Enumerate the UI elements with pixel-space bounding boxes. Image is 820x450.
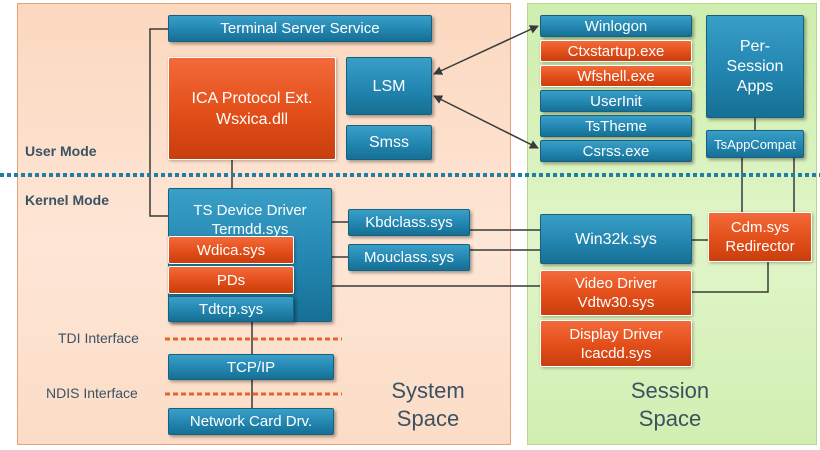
cdm-line1: Cdm.sys [730, 219, 790, 236]
kbdclass-box: Kbdclass.sys [348, 209, 470, 236]
ica-protocol-line2: Wsxica.dll [215, 110, 288, 128]
cdm-line2: Redirector [725, 238, 795, 255]
video-driver-line1: Video Driver [574, 275, 658, 292]
tss-to-tsdd-line [149, 28, 168, 217]
mouclass-box: Mouclass.sys [348, 244, 470, 271]
ts-device-driver-line1: TS Device Driver [193, 202, 307, 219]
session-space-line2: Space [638, 406, 702, 431]
display-driver-line1: Display Driver [569, 325, 663, 343]
ctxstartup-box: Ctxstartup.exe [540, 40, 692, 62]
user-mode-label: User Mode [25, 143, 97, 159]
csrss-box: Csrss.exe [540, 140, 692, 162]
ts-device-driver-line2: Termdd.sys [211, 221, 289, 238]
ndis-interface-label: NDIS Interface [46, 385, 138, 401]
network-card-box: Network Card Drv. [168, 408, 334, 435]
smss-box: Smss [346, 125, 432, 160]
kernel-mode-label: Kernel Mode [25, 192, 110, 208]
video-driver-line2: Vdtw30.sys [577, 294, 655, 311]
ica-protocol-line1: ICA Protocol Ext. [191, 89, 313, 107]
cdm-video-line [692, 262, 769, 293]
userinit-box: UserInit [540, 90, 692, 112]
pds-box: PDs [168, 266, 294, 294]
per-session-apps-line2: Session [726, 57, 784, 75]
system-space-line2: Space [396, 406, 460, 431]
winlogon-box: Winlogon [540, 15, 692, 37]
display-driver-box: Display Driver Icacdd.sys [540, 320, 692, 367]
tdtcp-box: Tdtcp.sys [168, 296, 294, 322]
tstheme-box: TsTheme [540, 115, 692, 137]
wdica-box: Wdica.sys [168, 236, 294, 264]
lsm-csrss-arrow [433, 95, 539, 149]
video-driver-box: Video Driver Vdtw30.sys [540, 270, 692, 316]
tdi-interface-label: TDI Interface [58, 330, 139, 346]
win32k-box: Win32k.sys [540, 214, 692, 264]
display-driver-line2: Icacdd.sys [580, 344, 652, 362]
per-session-apps-line3: Apps [736, 77, 774, 95]
per-session-apps-box: Per- Session Apps [706, 15, 804, 118]
system-space-label: System Space [380, 377, 476, 433]
lsm-winlogon-arrow [433, 25, 539, 75]
ica-protocol-box: ICA Protocol Ext. Wsxica.dll [168, 57, 336, 160]
cdm-box: Cdm.sys Redirector [708, 212, 812, 262]
session-space-line1: Session [630, 378, 710, 403]
terminal-server-service-box: Terminal Server Service [168, 15, 432, 42]
per-session-apps-line1: Per- [739, 37, 771, 55]
lsm-box: LSM [346, 57, 432, 115]
tsappcompat-box: TsAppCompat [706, 130, 804, 158]
session-space-label: Session Space [620, 377, 720, 433]
wfshell-box: Wfshell.exe [540, 65, 692, 87]
tcpip-box: TCP/IP [168, 354, 334, 380]
system-space-line1: System [391, 378, 465, 403]
